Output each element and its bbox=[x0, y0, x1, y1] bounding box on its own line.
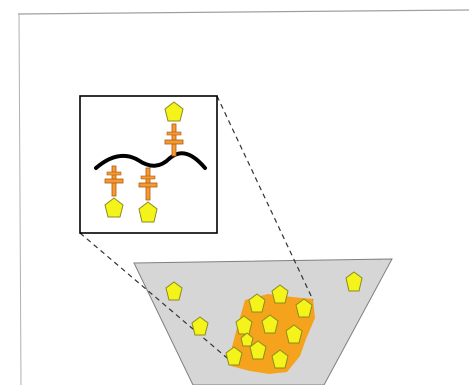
polymer-chain bbox=[94, 151, 207, 170]
inset-linker-left bbox=[104, 165, 124, 197]
inset-antigen-middle bbox=[138, 201, 158, 223]
inset-linker-top bbox=[164, 123, 184, 157]
clustered-antigen bbox=[285, 324, 303, 344]
free-antigen bbox=[345, 271, 363, 292]
clustered-antigen bbox=[271, 349, 289, 369]
zoom-lines bbox=[79, 95, 314, 364]
clustered-antigen bbox=[295, 298, 313, 318]
clustered-antigen bbox=[271, 284, 289, 304]
free-antigen bbox=[191, 316, 209, 336]
clustered-antigen bbox=[240, 332, 254, 347]
page-left-edge bbox=[18, 13, 22, 385]
free-antigens bbox=[165, 271, 363, 336]
clustered-antigen bbox=[225, 346, 243, 366]
clustered-antigen bbox=[248, 293, 266, 313]
zoom-line-lower bbox=[79, 232, 234, 364]
clustered-antigen bbox=[235, 315, 253, 335]
inset-antigen-left bbox=[104, 197, 124, 218]
page-top-edge bbox=[17, 9, 469, 15]
zoom-line-upper bbox=[216, 95, 314, 301]
clustered-antigens bbox=[225, 284, 313, 369]
inset-linker-middle bbox=[138, 167, 158, 201]
free-antigen bbox=[165, 281, 183, 301]
inset-antigen-top bbox=[164, 101, 184, 122]
clustered-antigen bbox=[261, 314, 279, 334]
page-edges bbox=[17, 9, 469, 385]
